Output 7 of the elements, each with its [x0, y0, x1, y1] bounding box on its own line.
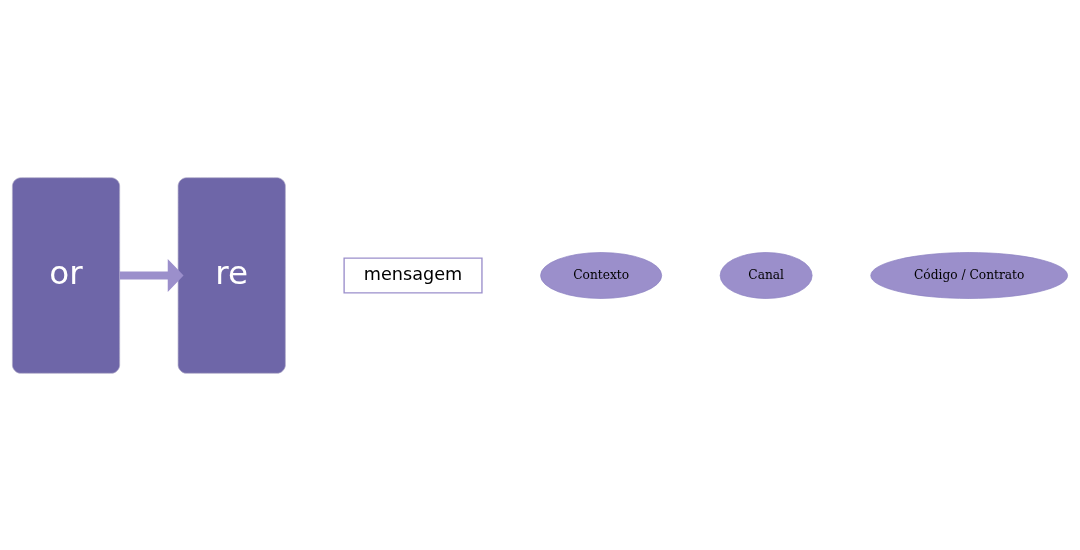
node-box: re [177, 176, 286, 374]
node-ellipse: Código / Contrato [870, 251, 1068, 299]
node-box: mensagem [343, 257, 483, 293]
node-ellipse: Canal [719, 251, 813, 299]
node-ellipse: Contexto [540, 251, 663, 299]
node-box: or [12, 176, 121, 374]
arrow [119, 258, 184, 292]
